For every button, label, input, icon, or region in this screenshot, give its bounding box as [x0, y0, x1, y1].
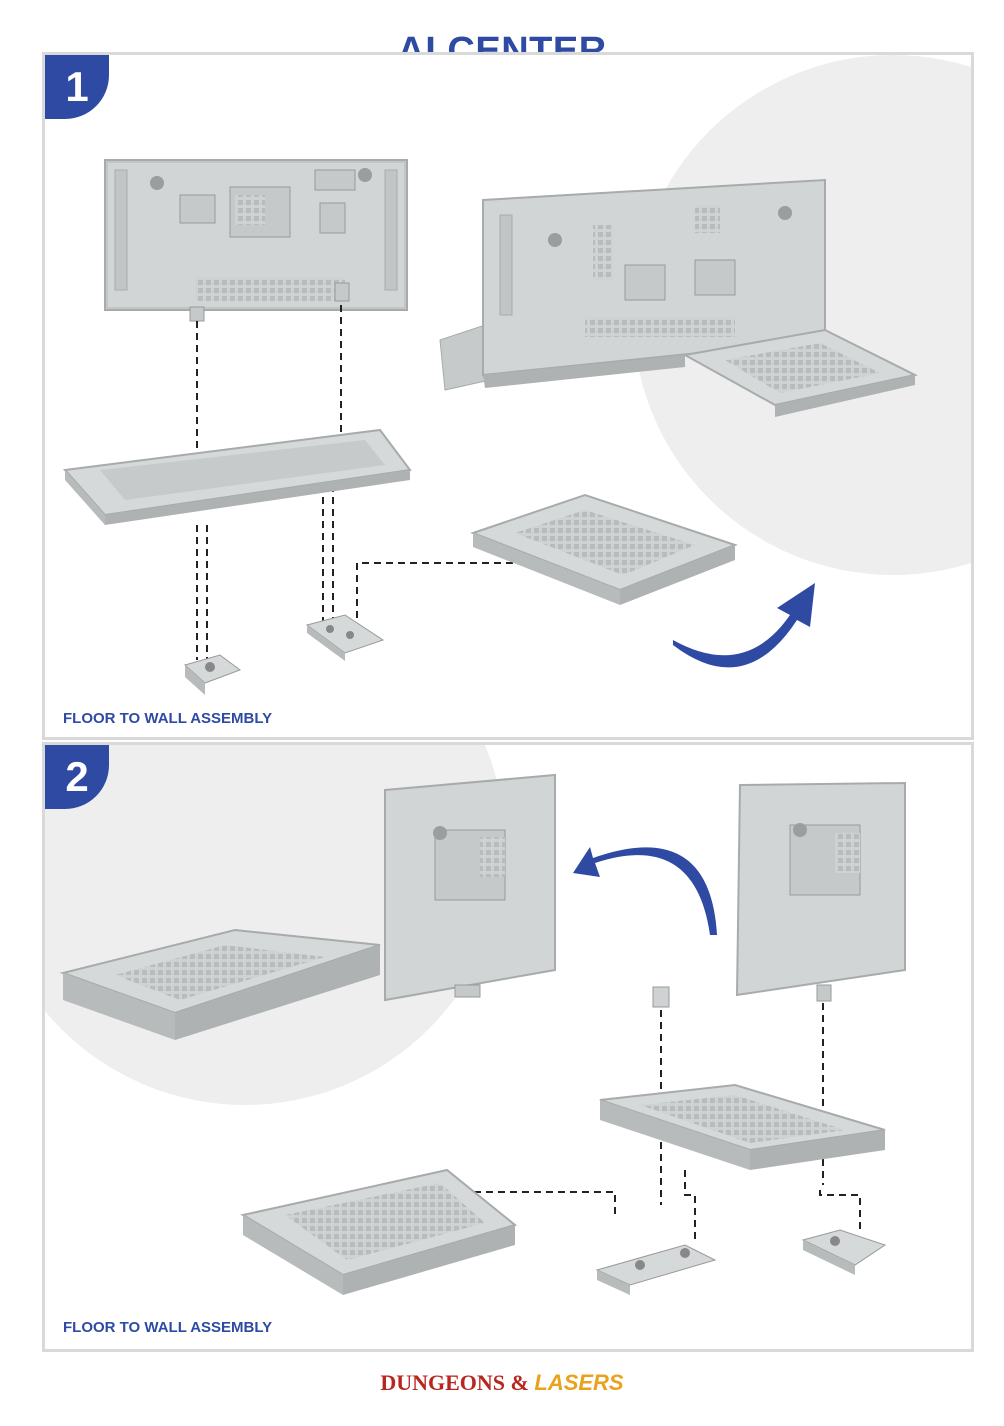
floor-tile-square: [240, 1168, 518, 1295]
floor-tile-square: [599, 1083, 886, 1170]
floor-tile-square: [470, 493, 738, 605]
brand-logo: DUNGEONS & LASERS: [0, 1370, 1004, 1396]
curved-arrow-icon: [673, 583, 815, 668]
step-1-illustration: [62, 159, 918, 695]
connector-clip-icon: [305, 614, 385, 661]
wall-panel: [104, 159, 408, 322]
assembled-floor-wall: [59, 773, 556, 1040]
brand-ampersand: &: [510, 1370, 529, 1395]
connector-clip-icon: [183, 654, 242, 695]
brand-accent: LASERS: [534, 1370, 624, 1395]
wall-panel: [735, 781, 906, 1002]
step-number-badge: 1: [45, 55, 109, 119]
step-caption: FLOOR TO WALL ASSEMBLY: [63, 710, 273, 727]
step-panel-1: 1 FLOOR TO WALL ASSEMBLY: [42, 52, 974, 740]
peg-icon: [652, 986, 670, 1008]
curved-arrow-icon: [573, 847, 717, 935]
brand-main: DUNGEONS: [380, 1370, 506, 1395]
step-2-illustration: [59, 773, 906, 1295]
step-panel-2: 2 FLOOR TO WALL ASSEMBLY: [42, 742, 974, 1352]
connector-clip-icon: [595, 1244, 717, 1295]
connector-clip-icon: [801, 1229, 887, 1275]
step-caption: FLOOR TO WALL ASSEMBLY: [63, 1319, 273, 1336]
floor-tile-long: [62, 428, 412, 525]
assembled-wall-corner: [439, 178, 918, 417]
